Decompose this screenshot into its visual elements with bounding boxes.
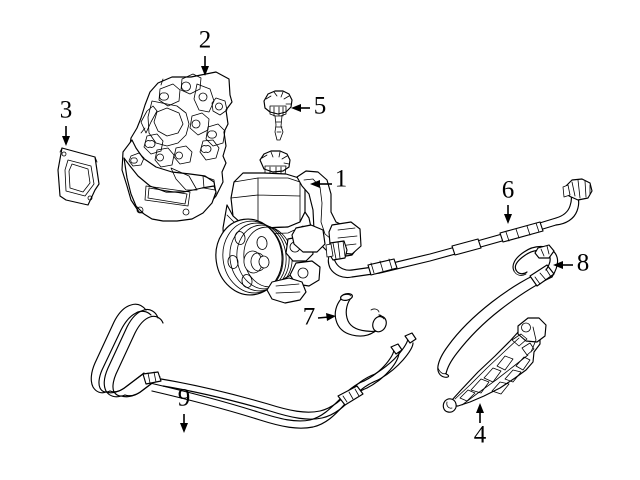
part-8-return-hose [437,244,559,378]
callout-7: 7 [303,304,336,331]
part-1-power-steering-pump [215,150,362,304]
callout-3-label: 3 [60,97,73,124]
part-9-cooler-loop-line [90,303,417,429]
part-6-pressure-hose [325,178,593,279]
callout-6: 6 [502,177,515,224]
part-7-short-hose [334,293,387,337]
callout-7-label: 7 [303,304,316,331]
callout-6-label: 6 [502,177,515,204]
part-4-support-bracket [442,317,547,413]
callout-8-label: 8 [577,250,590,277]
callout-9-label: 9 [178,385,191,412]
callout-5-label: 5 [314,93,327,120]
callout-9: 9 [178,385,191,433]
callout-1-label: 1 [335,166,348,193]
callout-5: 5 [291,93,326,120]
part-2-mounting-bracket [121,71,233,222]
callout-2-label: 2 [199,27,212,54]
part-3-gasket [57,147,100,206]
part-5-reservoir-cap [263,90,293,141]
callout-1: 1 [310,166,347,193]
callout-2: 2 [199,27,212,76]
callout-3: 3 [60,97,73,146]
callout-4-label: 4 [474,422,487,449]
callout-4: 4 [474,403,487,449]
callout-8: 8 [553,250,589,277]
